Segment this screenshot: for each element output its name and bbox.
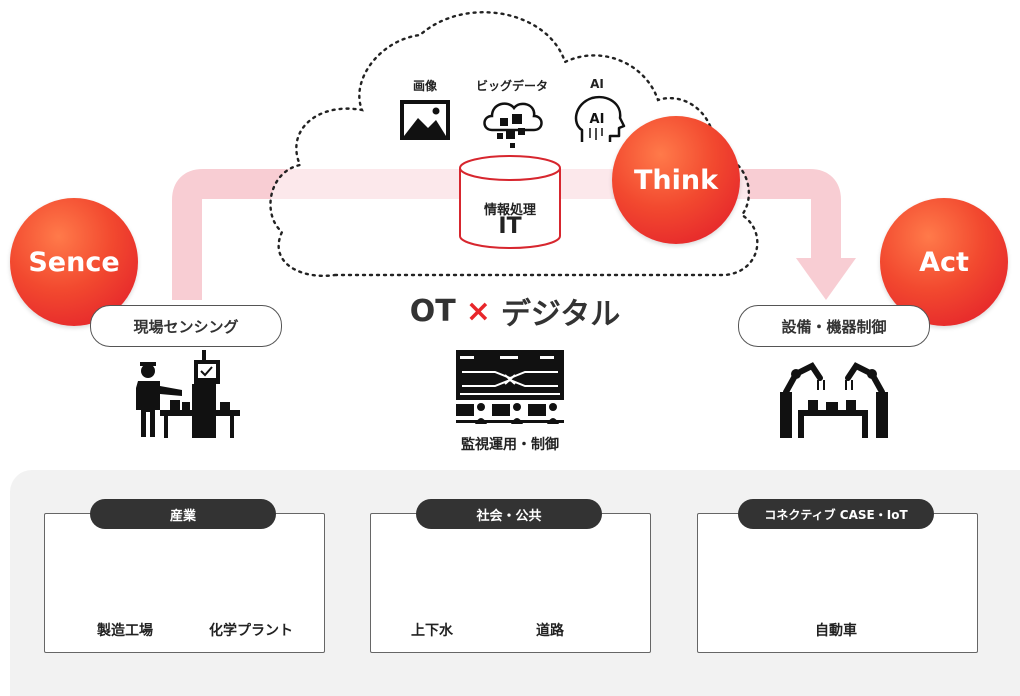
image-icon <box>400 100 450 140</box>
ai-head-icon: AI <box>574 95 626 142</box>
category-tab-connective: コネクティブ CASE・IoT <box>738 499 934 529</box>
control-pill: 設備・機器制御 <box>738 305 930 347</box>
car-label: 自動車 <box>815 623 857 639</box>
title-digital: デジタル <box>500 297 621 332</box>
category-tab-public: 社会・公共 <box>416 499 602 529</box>
database-sub-label: IT <box>498 214 522 239</box>
flow-arrowhead <box>796 258 856 300</box>
chemical-plant-label: 化学プラント <box>209 623 293 639</box>
ai-label: AI <box>590 77 604 91</box>
sensing-pill: 現場センシング <box>90 305 282 347</box>
factory-sensing-icon <box>136 350 240 438</box>
database-label: 情報処理 <box>483 203 536 218</box>
title-cross: × <box>465 293 491 329</box>
factory-label: 製造工場 <box>97 623 153 639</box>
title-ot: OT <box>409 293 456 329</box>
monitor-label: 監視運用・制御 <box>461 437 559 453</box>
think-badge: Think <box>612 116 740 244</box>
robot-arms-icon <box>780 362 888 438</box>
center-title: OT × デジタル <box>380 288 650 334</box>
water-label: 上下水 <box>411 623 453 639</box>
act-badge: Act <box>880 198 1008 326</box>
category-tab-industry: 産業 <box>90 499 276 529</box>
sence-badge: Sence <box>10 198 138 326</box>
svg-text:AI: AI <box>590 112 605 127</box>
control-room-icon <box>456 350 564 424</box>
database-icon <box>459 155 561 249</box>
image-label: 画像 <box>412 79 437 93</box>
big-data-label: ビッグデータ <box>475 79 548 93</box>
category-box-connective <box>697 513 978 653</box>
road-label: 道路 <box>536 623 564 639</box>
big-data-icon <box>483 102 543 148</box>
